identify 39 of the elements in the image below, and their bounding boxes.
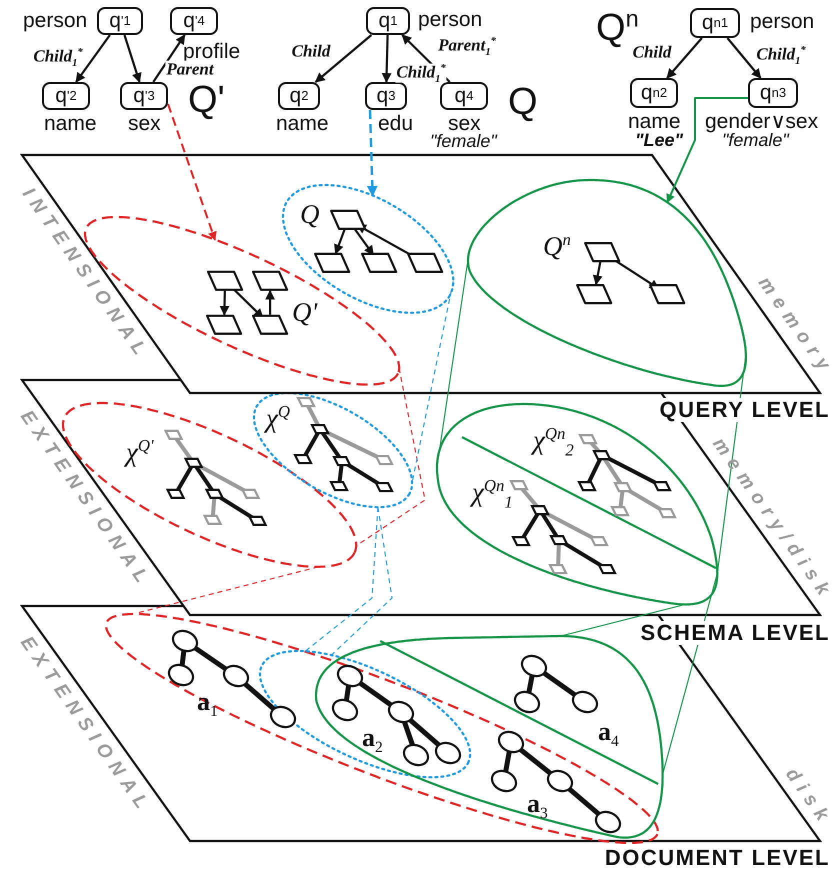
tree-label: a$_{2}$ <box>362 724 383 753</box>
node-caption: "Lee" <box>635 131 684 151</box>
arrow <box>152 34 186 83</box>
node-caption: person <box>750 10 814 34</box>
arrow <box>382 34 392 83</box>
arrow <box>123 34 142 83</box>
node-caption: person <box>23 9 88 32</box>
node-caption: gender∨sex <box>705 110 818 133</box>
node-caption: "female" <box>722 131 789 151</box>
node-caption: profile <box>183 40 240 63</box>
projection-line <box>305 507 378 652</box>
arrow <box>726 37 762 79</box>
query-name: Q <box>508 82 538 124</box>
projection-line <box>716 356 746 574</box>
arrow <box>666 37 703 79</box>
projection-line <box>331 507 393 656</box>
arrow <box>314 34 372 83</box>
region-label: Q' <box>292 298 318 328</box>
arrow <box>167 104 217 241</box>
query-name: Q' <box>188 80 225 122</box>
projection-line <box>356 368 426 546</box>
node-caption: edu <box>378 112 414 136</box>
node-caption: name <box>44 112 97 136</box>
tree-label: a$_{3}$ <box>526 790 548 819</box>
projection-line <box>662 573 718 776</box>
node-caption: name <box>628 110 681 134</box>
projection-line <box>560 604 686 637</box>
arrow <box>666 97 748 204</box>
node-caption: sex <box>128 112 161 136</box>
node-caption: sex <box>448 112 481 135</box>
region-label: χ$^{Q}$ <box>266 404 290 434</box>
region-label: Q <box>300 200 320 230</box>
arrow <box>366 110 378 197</box>
arrow <box>75 34 111 83</box>
node-caption: name <box>276 112 329 136</box>
node-caption: "female" <box>430 132 497 152</box>
region-label: Q$^{n}$ <box>542 232 571 262</box>
tree-label: a$_{4}$ <box>598 718 619 747</box>
node-caption: person <box>418 8 482 32</box>
